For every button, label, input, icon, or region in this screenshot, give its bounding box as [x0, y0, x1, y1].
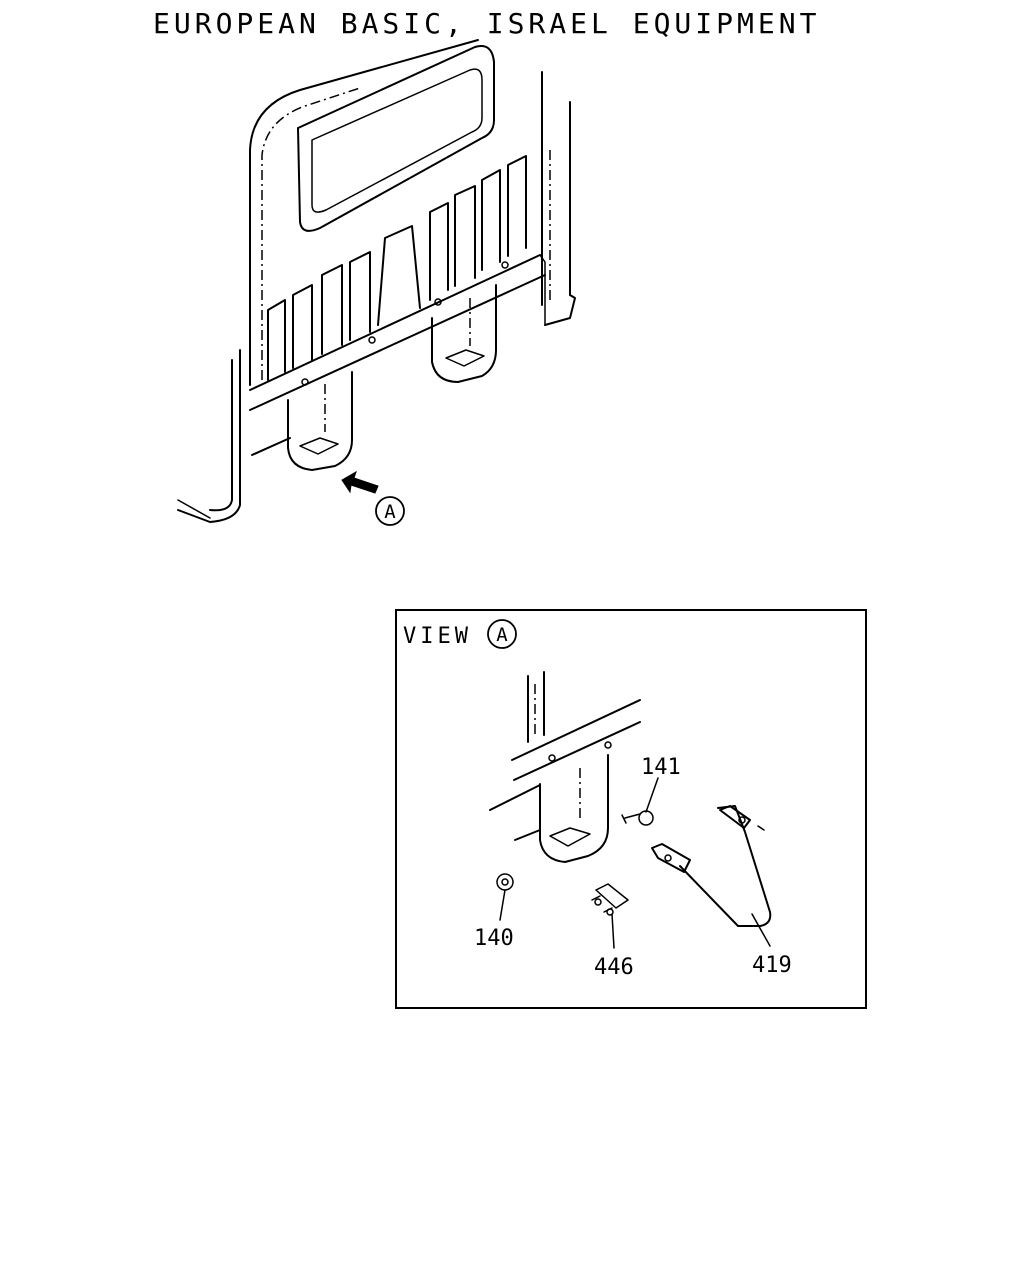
part-number-140: 140: [474, 926, 514, 951]
part-number-141: 141: [641, 755, 681, 780]
part-number-446: 446: [594, 955, 634, 980]
view-marker-circle: A: [375, 496, 405, 526]
view-a-frame: [395, 609, 867, 1009]
svg-text:A: A: [384, 501, 396, 523]
view-a-illustration: [489, 671, 772, 927]
leader-lines: [499, 777, 771, 949]
svg-text:A: A: [496, 624, 508, 646]
view-arrow: [341, 470, 379, 494]
view-a-marker-circle: A: [487, 619, 517, 649]
part-number-419: 419: [752, 953, 792, 978]
cab-rear-illustration: [177, 39, 576, 523]
view-a-prefix: VIEW: [403, 624, 472, 649]
diagram-title: EUROPEAN BASIC, ISRAEL EQUIPMENT: [153, 7, 820, 40]
